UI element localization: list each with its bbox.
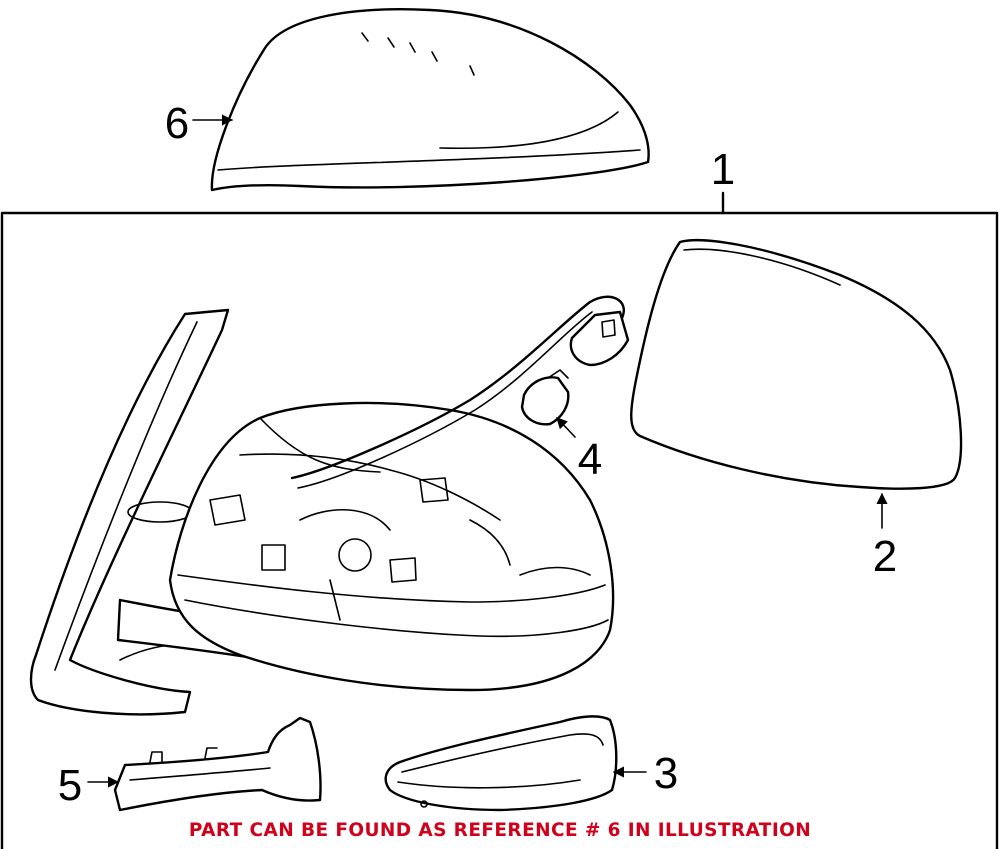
callout-4-leader [556, 417, 576, 438]
callout-3: 3 [654, 749, 678, 798]
mirror-housing-assembly [29, 308, 615, 716]
assembly-frame [0, 211, 999, 849]
callout-5: 5 [58, 761, 82, 810]
callout-2: 2 [873, 532, 897, 581]
callout-6: 6 [165, 99, 189, 148]
reference-note: PART CAN BE FOUND AS REFERENCE # 6 IN IL… [189, 820, 811, 841]
callout-4: 4 [578, 435, 602, 484]
wiring-harness [290, 295, 630, 489]
lower-trim-part-5 [113, 716, 322, 812]
mirror-cover-part-6 [210, 8, 650, 192]
turn-signal-part-3 [384, 715, 618, 812]
callout-1: 1 [711, 145, 735, 194]
bulb-part-4 [520, 369, 570, 426]
mirror-glass-part-2 [630, 238, 963, 490]
